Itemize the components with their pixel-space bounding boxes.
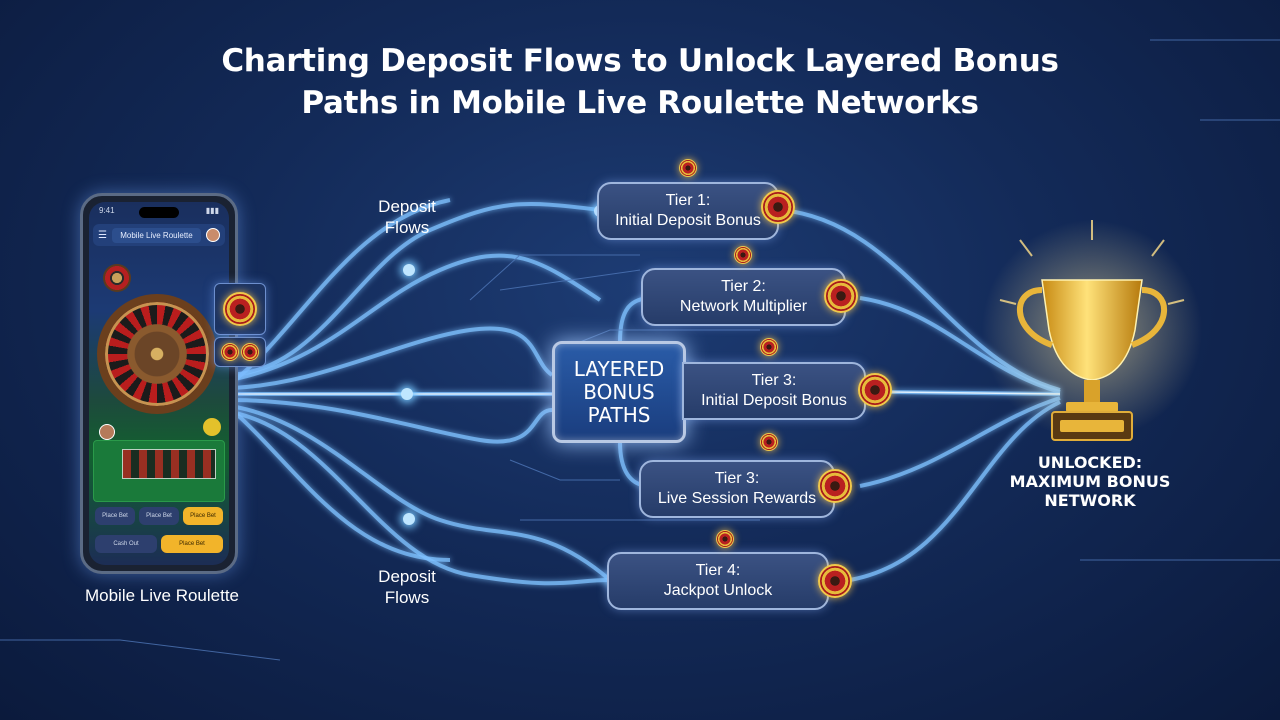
roulette-wheel-icon [223,292,257,326]
roulette-chip-icon [818,564,852,598]
flow-node [403,513,415,525]
label-line: Flows [384,218,430,237]
tier-title: Tier 3: [751,372,797,389]
deposit-flows-label-bottom: Deposit Flows [352,566,462,608]
avatar[interactable] [205,228,220,242]
tier-title: Tier 4: [695,562,741,579]
dealer-avatar [99,424,115,440]
small-chip-icon [734,246,752,264]
small-chip-icon [716,530,734,548]
tier-subtitle: Initial Deposit Bonus [701,392,847,409]
chip-icon[interactable] [203,418,221,436]
betting-table[interactable] [93,440,225,502]
betting-grid[interactable] [122,449,216,479]
flow-node [403,264,415,276]
caption-line: MAXIMUM BONUS [1009,472,1171,491]
action-button-row: Cash Out Place Bet [95,535,223,553]
tier-subtitle: Jackpot Unlock [663,582,773,599]
menu-icon[interactable]: ☰ [98,229,107,241]
trophy-caption: UNLOCKED: MAXIMUM BONUS NETWORK [980,453,1200,510]
chips-card [214,337,266,367]
tier-4-box: Tier 4: Jackpot Unlock [607,552,829,610]
caption-line: NETWORK [1044,491,1136,510]
tier-2-box: Tier 2: Network Multiplier [641,268,846,326]
roulette-chip-icon [761,190,795,224]
roulette-card [214,283,266,335]
label-line: Deposit [378,567,436,586]
place-bet-button[interactable]: Place Bet [183,507,223,525]
roulette-chip-icon [818,469,852,503]
phone-caption: Mobile Live Roulette [84,586,240,605]
small-chip-icon [760,338,778,356]
chip-icon [241,343,259,361]
tier-title: Tier 2: [721,278,766,295]
roulette-chip-icon [824,279,858,313]
place-bet-button[interactable]: Place Bet [139,507,179,525]
roulette-chip-icon [858,373,892,407]
deposit-flows-label-top: Deposit Flows [352,196,462,238]
tier-subtitle: Initial Deposit Bonus [615,212,761,229]
place-bet-button[interactable]: Place Bet [161,535,223,553]
mini-roulette-wheel-icon [103,264,131,292]
cash-out-button[interactable]: Cash Out [95,535,157,553]
title-line-2: Paths in Mobile Live Roulette Networks [301,85,979,121]
roulette-wheel [97,294,217,414]
diagram-title: Charting Deposit Flows to Unlock Layered… [0,40,1280,124]
app-header: ☰ Mobile Live Roulette [93,224,225,246]
trophy-icon [1016,279,1168,441]
bet-button-row: Place Bet Place Bet Place Bet [95,507,223,525]
flow-node [401,388,413,400]
label-line: Flows [384,588,430,607]
tier-3-session-box: Tier 3: Live Session Rewards [639,460,835,518]
tier-title: Tier 3: [714,470,760,487]
hub-line: LAYERED [573,356,665,381]
chip-icon [221,343,239,361]
tier-3-box: Tier 3: Initial Deposit Bonus [682,362,866,420]
place-bet-button[interactable]: Place Bet [95,507,135,525]
phone-screen: 9:41▮▮▮ ☰ Mobile Live Roulette Place Bet… [89,202,229,565]
tier-1-box: Tier 1: Initial Deposit Bonus [597,182,779,240]
phone-status-bar: 9:41▮▮▮ [99,206,219,215]
hub-line: BONUS [583,379,655,404]
small-chip-icon [679,159,697,177]
tier-subtitle: Live Session Rewards [657,490,817,507]
small-chip-icon [760,433,778,451]
tier-title: Tier 1: [665,192,711,209]
layered-bonus-paths-hub: LAYERED BONUS PATHS [552,341,686,443]
label-line: Deposit [378,197,436,216]
title-line-1: Charting Deposit Flows to Unlock Layered… [221,43,1059,79]
phone-notch [139,207,179,218]
tier-subtitle: Network Multiplier [679,298,808,315]
hub-line: PATHS [587,402,651,427]
app-title: Mobile Live Roulette [112,227,201,243]
caption-line: UNLOCKED: [1037,453,1143,472]
mobile-phone: 9:41▮▮▮ ☰ Mobile Live Roulette Place Bet… [80,193,238,574]
